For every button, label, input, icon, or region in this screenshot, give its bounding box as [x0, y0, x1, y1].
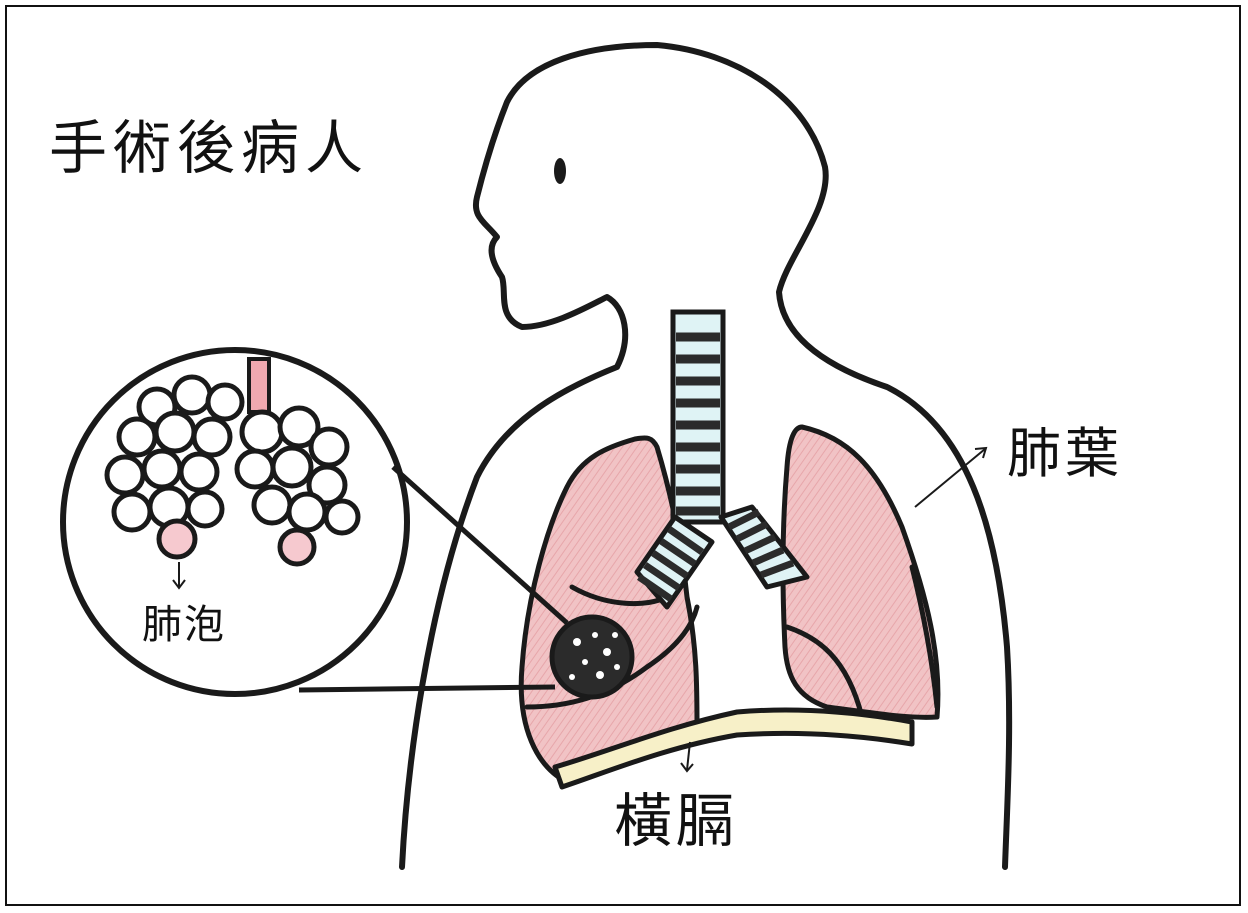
lung-lobe-label: 肺葉: [1007, 427, 1123, 481]
alveoli-cluster-left: [107, 377, 242, 557]
arrow-icon-alveoli: [173, 562, 185, 588]
zoom-connector-top: [393, 467, 567, 623]
bronchiole: [249, 359, 269, 412]
alveoli-label: 肺泡: [142, 605, 226, 645]
diaphragm-label: 橫膈: [614, 792, 738, 850]
diagram-frame: 手術後病人 肺泡 肺葉 橫膈: [5, 5, 1241, 906]
trachea: [673, 312, 723, 522]
alveoli-cluster-right: [237, 408, 358, 564]
page-title: 手術後病人: [49, 119, 369, 177]
zoom-connector-bottom: [299, 687, 555, 690]
magnified-spot: [552, 617, 632, 697]
eye: [554, 158, 566, 184]
